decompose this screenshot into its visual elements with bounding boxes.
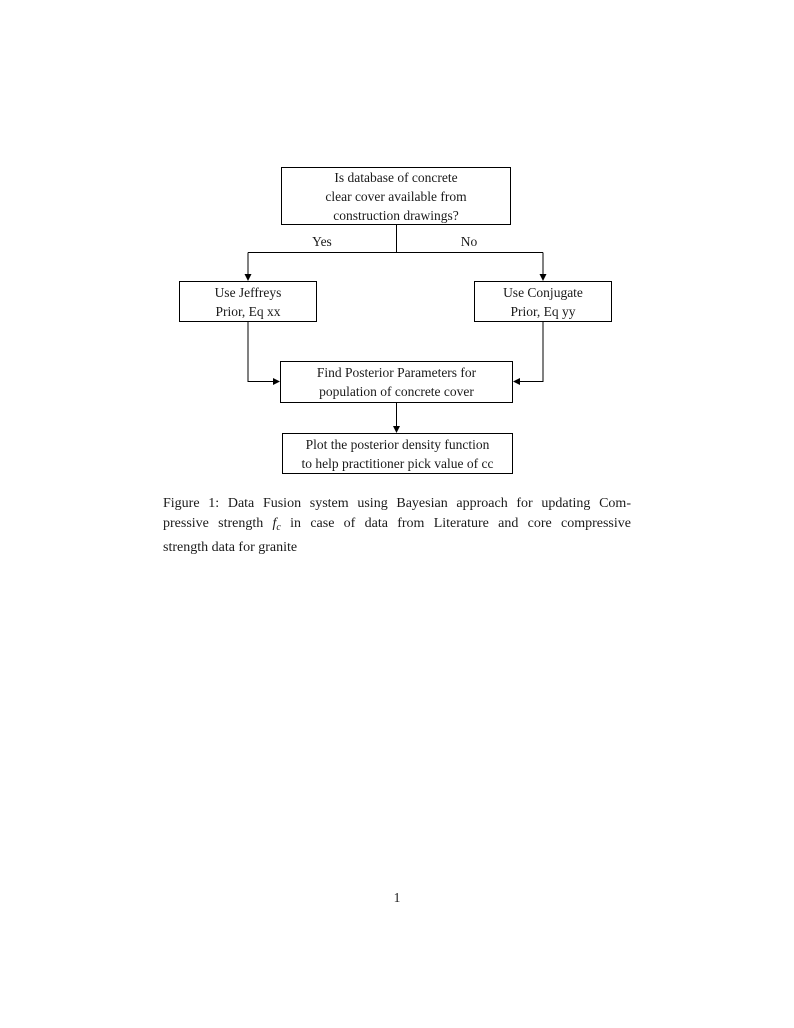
jeffreys-box-line: Prior, Eq xx [215,303,281,319]
page-number: 1 [393,890,401,905]
math-fc-subscript: c [276,522,281,533]
yes-branch-label: Yes [312,234,332,249]
connector-jeffreys-to-posterior [247,322,274,382]
caption-line-3: strength data for granite [163,540,298,555]
arrowhead-left-into-posterior-icon [273,378,280,385]
math-fc-symbol: f [272,516,277,531]
posterior-box-line: Find Posterior Parameters for [316,365,477,380]
arrowhead-no-down-icon [539,274,547,281]
no-branch-label: No [460,234,478,249]
caption-line-2-text: pressive strength [163,516,273,531]
flowchart-jeffreys-box: Use Jeffreys Prior, Eq xx [179,281,317,322]
plot-box-line: Plot the posterior density function [305,436,490,452]
plot-box-line: to help practitioner pick value of cc [301,455,494,471]
caption-line-2-text: in case of data from Literature and core… [280,516,631,531]
flowchart-connectors [244,225,547,433]
jeffreys-box-line: Use Jeffreys [214,284,282,300]
connector-conjugate-to-posterior [519,322,544,382]
flowchart-decision-box: Is database of concrete clear cover avai… [281,167,511,225]
flowchart-conjugate-box: Use Conjugate Prior, Eq yy [474,281,612,322]
flowchart-posterior-box: Find Posterior Parameters for population… [280,361,513,403]
caption-line-1: Figure 1: Data Fusion system using Bayes… [163,496,631,511]
decision-box-line: Is database of concrete [334,169,458,185]
flowchart-plot-box: Plot the posterior density function to h… [282,433,513,474]
arrowhead-yes-down-icon [244,274,252,281]
arrowhead-right-into-posterior-icon [513,378,520,385]
decision-box-line: construction drawings? [333,207,459,223]
decision-box-line: clear cover available from [325,188,467,204]
figure-caption: Figure 1: Data Fusion system using Bayes… [163,494,631,558]
caption-line-2: pressive strength fc in case of data fro… [163,514,631,538]
posterior-box-line: population of concrete cover [319,384,474,399]
conjugate-box-line: Prior, Eq yy [510,303,576,319]
conjugate-box-line: Use Conjugate [503,284,583,300]
arrowhead-into-plot-icon [393,426,400,433]
